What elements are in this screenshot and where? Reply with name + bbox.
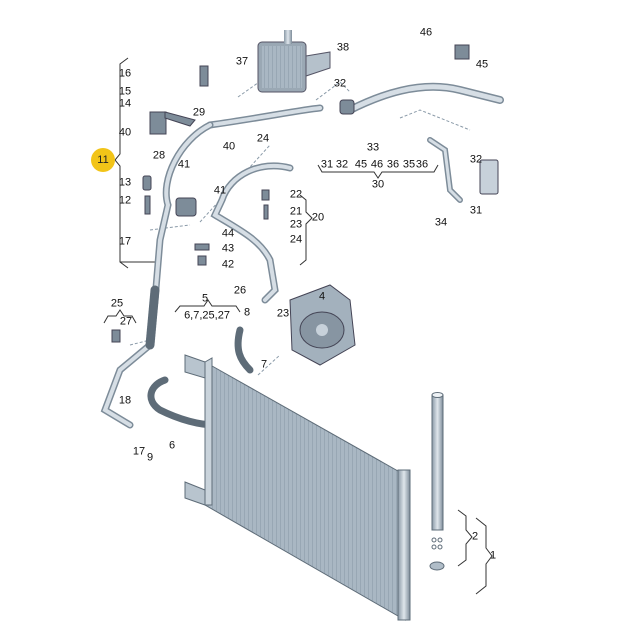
receiver-dryer-tube [429,392,445,571]
callout-30[interactable]: 30 [371,178,385,191]
callout-18[interactable]: 18 [118,394,132,407]
callout-20[interactable]: 20 [311,211,325,224]
callout-15[interactable]: 15 [118,85,132,98]
callout-31[interactable]: 31 [320,158,334,171]
callout-46[interactable]: 46 [419,26,433,39]
callout-40[interactable]: 40 [222,140,236,153]
callout-8[interactable]: 8 [243,306,251,319]
callout-40[interactable]: 40 [118,126,132,139]
callout-41[interactable]: 41 [177,158,191,171]
callout-6-7-25-27[interactable]: 6,7,25,27 [184,309,230,322]
callout-36[interactable]: 36 [386,158,400,171]
callout-21[interactable]: 21 [289,205,303,218]
callout-4[interactable]: 4 [318,290,326,303]
callout-24[interactable]: 24 [289,233,303,246]
heat-exchanger-part-37 [257,30,331,93]
small-parts [111,44,499,343]
callout-32[interactable]: 32 [335,158,349,171]
callout-33[interactable]: 33 [366,141,380,154]
highlighted-part-badge-11[interactable]: 11 [91,148,115,172]
condenser [184,354,411,621]
callout-6[interactable]: 6 [168,439,176,452]
callout-17[interactable]: 17 [118,235,132,248]
bracket-lines [103,57,493,595]
callout-26[interactable]: 26 [233,284,247,297]
callout-13[interactable]: 13 [118,176,132,189]
callout-25[interactable]: 25 [110,297,124,310]
callout-5[interactable]: 5 [201,292,209,305]
callout-23[interactable]: 23 [276,307,290,320]
callout-31[interactable]: 31 [469,204,483,217]
callout-16[interactable]: 16 [118,67,132,80]
callout-38[interactable]: 38 [336,41,350,54]
callout-22[interactable]: 22 [289,188,303,201]
callout-35[interactable]: 35 [402,158,416,171]
callout-9[interactable]: 9 [146,451,154,464]
callout-24[interactable]: 24 [256,132,270,145]
callout-37[interactable]: 37 [235,55,249,68]
callout-44[interactable]: 44 [221,227,235,240]
compressor-part-4 [289,284,356,366]
callout-14[interactable]: 14 [118,97,132,110]
callout-46[interactable]: 46 [370,158,384,171]
callout-36[interactable]: 36 [415,158,429,171]
callout-34[interactable]: 34 [434,216,448,229]
callout-27[interactable]: 27 [119,315,133,328]
callout-7[interactable]: 7 [260,358,268,371]
refrigerant-lines [100,82,504,429]
callout-28[interactable]: 28 [152,149,166,162]
callout-2[interactable]: 2 [471,530,479,543]
callout-1[interactable]: 1 [489,549,497,562]
callout-41[interactable]: 41 [213,184,227,197]
callout-29[interactable]: 29 [192,106,206,119]
callout-43[interactable]: 43 [221,242,235,255]
callout-17[interactable]: 17 [132,445,146,458]
callout-12[interactable]: 12 [118,194,132,207]
callout-32[interactable]: 32 [469,153,483,166]
callout-45[interactable]: 45 [475,58,489,71]
callout-32[interactable]: 32 [333,77,347,90]
callout-45[interactable]: 45 [354,158,368,171]
callout-42[interactable]: 42 [221,258,235,271]
callout-23[interactable]: 23 [289,218,303,231]
